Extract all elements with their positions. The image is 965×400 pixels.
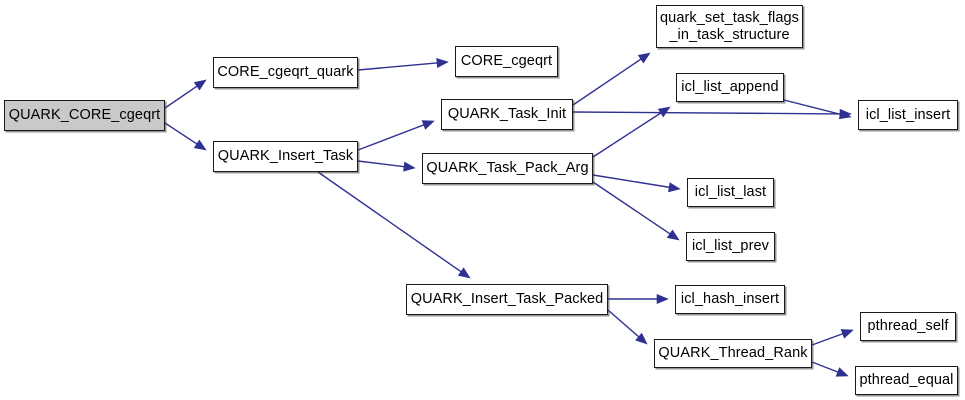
edge-line bbox=[592, 112, 662, 158]
arrowhead-icon bbox=[835, 367, 849, 377]
graph-node-icl_list_append[interactable]: icl_list_append bbox=[676, 73, 784, 102]
graph-node-icl_list_last[interactable]: icl_list_last bbox=[687, 178, 774, 207]
arrowhead-icon bbox=[838, 109, 852, 120]
edge-icl_list_append-to-icl_list_insert bbox=[783, 99, 852, 120]
edge-line bbox=[783, 99, 841, 115]
arrowhead-icon bbox=[637, 52, 651, 64]
graph-node-label: QUARK_Thread_Rank bbox=[658, 345, 808, 361]
graph-node-label: QUARK_CORE_cgeqrt bbox=[8, 107, 161, 123]
graph-node-icl_hash_insert[interactable]: icl_hash_insert bbox=[675, 285, 785, 314]
graph-node-label: icl_list_last bbox=[694, 184, 767, 200]
graph-node-label: pthread_equal bbox=[859, 372, 954, 388]
edge-quark_task_pack_arg-to-icl_list_append bbox=[592, 106, 671, 158]
edge-quark_task_init-to-quark_set_task_flags bbox=[572, 52, 651, 106]
graph-node-quark_set_task_flags[interactable]: quark_set_task_flags _in_task_structure bbox=[656, 5, 803, 48]
arrowhead-icon bbox=[656, 293, 669, 305]
graph-node-label: pthread_self bbox=[867, 318, 949, 334]
graph-node-label: CORE_cgeqrt_quark bbox=[217, 64, 354, 80]
graph-node-label: QUARK_Insert_Task bbox=[217, 148, 354, 164]
edge-line bbox=[164, 85, 198, 109]
arrowhead-icon bbox=[436, 57, 449, 69]
arrowhead-icon bbox=[193, 79, 207, 91]
edge-line bbox=[572, 111, 841, 115]
graph-node-label: quark_set_task_flags _in_task_structure bbox=[659, 9, 800, 43]
graph-node-label: QUARK_Insert_Task_Packed bbox=[410, 291, 604, 307]
graph-node-core_cgeqrt[interactable]: CORE_cgeqrt bbox=[455, 46, 558, 77]
graph-node-label: CORE_cgeqrt bbox=[460, 53, 553, 69]
arrowhead-icon bbox=[840, 329, 854, 339]
edge-quark_insert_task_packed-to-icl_hash_insert bbox=[608, 293, 669, 305]
arrowhead-icon bbox=[657, 106, 671, 118]
graph-node-label: QUARK_Task_Pack_Arg bbox=[426, 160, 589, 176]
edge-line bbox=[592, 181, 671, 235]
graph-node-icl_list_insert[interactable]: icl_list_insert bbox=[858, 100, 958, 130]
edge-core_cgeqrt_quark-to-core_cgeqrt bbox=[357, 57, 449, 71]
edge-quark_task_pack_arg-to-icl_list_prev bbox=[592, 181, 680, 241]
edge-line bbox=[357, 160, 405, 168]
edge-line bbox=[811, 361, 839, 373]
arrowhead-icon bbox=[666, 229, 680, 241]
arrowhead-icon bbox=[635, 332, 648, 345]
graph-node-label: icl_list_prev bbox=[691, 238, 770, 254]
edge-quark_insert_task-to-quark_task_pack_arg bbox=[357, 160, 416, 172]
edge-line bbox=[572, 58, 642, 106]
edge-quark_core_cgeqrt-to-core_cgeqrt_quark bbox=[164, 79, 207, 109]
graph-node-quark_insert_task[interactable]: QUARK_Insert_Task bbox=[213, 141, 358, 172]
edge-quark_task_init-to-icl_list_insert bbox=[572, 108, 852, 119]
edge-quark_task_pack_arg-to-icl_list_last bbox=[592, 174, 681, 193]
edge-quark_core_cgeqrt-to-quark_insert_task bbox=[164, 122, 207, 151]
graph-node-pthread_equal[interactable]: pthread_equal bbox=[855, 366, 958, 395]
edge-line bbox=[164, 122, 198, 145]
graph-node-pthread_self[interactable]: pthread_self bbox=[860, 312, 956, 341]
arrowhead-icon bbox=[421, 120, 435, 130]
arrowhead-icon bbox=[457, 267, 471, 279]
graph-node-quark_core_cgeqrt[interactable]: QUARK_CORE_cgeqrt bbox=[4, 100, 165, 131]
graph-node-label: icl_hash_insert bbox=[680, 291, 780, 307]
edge-line bbox=[317, 171, 462, 273]
graph-node-quark_insert_task_packed[interactable]: QUARK_Insert_Task_Packed bbox=[406, 284, 608, 315]
graph-node-label: QUARK_Task_Init bbox=[447, 106, 567, 122]
edge-line bbox=[592, 174, 670, 188]
edge-line bbox=[357, 62, 438, 71]
graph-node-label: icl_list_append bbox=[681, 79, 779, 95]
edge-line bbox=[811, 333, 843, 346]
edge-line bbox=[357, 124, 424, 151]
arrowhead-icon bbox=[193, 139, 207, 151]
graph-node-quark_task_init[interactable]: QUARK_Task_Init bbox=[441, 99, 573, 130]
edge-line bbox=[607, 309, 640, 338]
edge-quark_insert_task-to-quark_insert_task_packed bbox=[317, 171, 471, 279]
edge-quark_insert_task-to-quark_task_init bbox=[357, 120, 435, 151]
edge-quark_thread_rank-to-pthread_self bbox=[811, 329, 854, 346]
edge-quark_insert_task_packed-to-quark_thread_rank bbox=[607, 309, 648, 345]
arrowhead-icon bbox=[668, 182, 681, 193]
arrowhead-icon bbox=[403, 161, 416, 172]
graph-node-quark_thread_rank[interactable]: QUARK_Thread_Rank bbox=[654, 339, 812, 368]
graph-node-quark_task_pack_arg[interactable]: QUARK_Task_Pack_Arg bbox=[422, 153, 593, 184]
graph-node-icl_list_prev[interactable]: icl_list_prev bbox=[686, 232, 775, 261]
graph-node-label: icl_list_insert bbox=[865, 106, 951, 123]
graph-node-core_cgeqrt_quark[interactable]: CORE_cgeqrt_quark bbox=[213, 57, 358, 88]
edge-quark_thread_rank-to-pthread_equal bbox=[811, 361, 849, 377]
